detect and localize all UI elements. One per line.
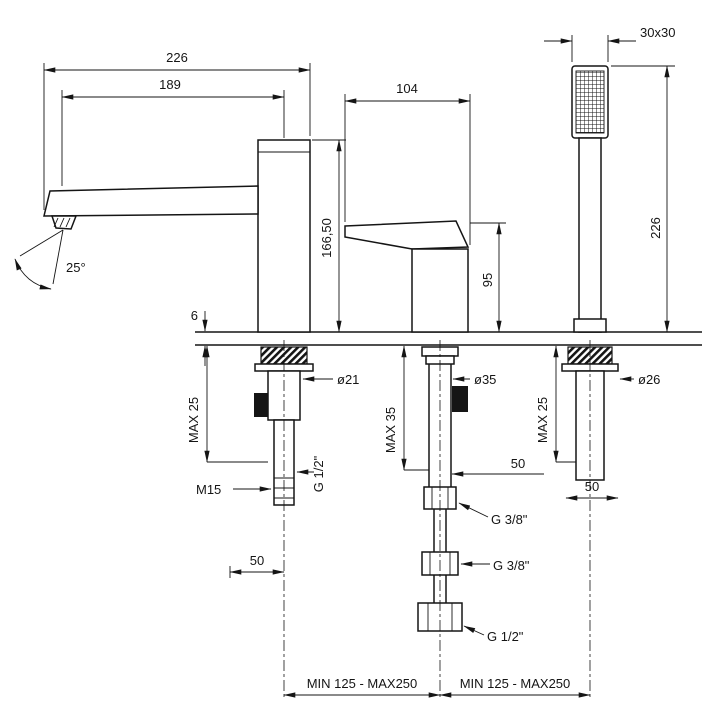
aerator-hatch (59, 217, 65, 228)
dim-hose-top: G 3/8" (458, 502, 528, 527)
dim-spout-reach: 189 (61, 77, 285, 186)
dim-spout-max-deck: MAX 25 (186, 345, 268, 463)
dim-hose-range-right: MIN 125 - MAX250 (439, 676, 591, 698)
angle-ray (52, 229, 64, 285)
dim-hose-range-left: MIN 125 - MAX250 (283, 676, 441, 698)
dim-shower-max-deck: MAX 25 (535, 345, 576, 463)
dim-shower-offset: 50 (565, 479, 619, 501)
valve-clamp-block (452, 386, 468, 412)
shower-handle (578, 137, 602, 333)
dim-valve-hole: ø35 (452, 372, 496, 387)
mixer-lever (344, 220, 470, 250)
dim-valve-max-deck-label: MAX 35 (383, 407, 398, 453)
dim-spout-reach-label: 189 (159, 77, 181, 92)
dim-hose-top-label: G 3/8" (491, 512, 528, 527)
dim-valve-width-label: 104 (396, 81, 418, 96)
spout-set-screw (254, 393, 268, 417)
mixer-valve (344, 220, 470, 333)
dim-spout-total-label: 226 (166, 50, 188, 65)
dim-hose-mid: G 3/8" (460, 558, 530, 573)
dim-spout-offset-label: 50 (250, 553, 264, 568)
dim-valve-height-label: 95 (480, 273, 495, 287)
dim-spout-hole-label: ø21 (337, 372, 359, 387)
dim-spout-height-label: 166,50 (319, 218, 334, 258)
dim-shower-hole: ø26 (619, 372, 660, 387)
dim-shower-section: 30x30 (544, 25, 675, 62)
spout-arm (43, 185, 259, 217)
mixer-body (411, 248, 469, 333)
dim-hose-range-right-label: MIN 125 - MAX250 (460, 676, 571, 691)
spout-aerator (50, 215, 78, 230)
aerator-hatch (65, 217, 71, 228)
dim-valve-offset-label: 50 (511, 456, 525, 471)
dim-shower-max-deck-label: MAX 25 (535, 397, 550, 443)
mounting-deck (195, 331, 702, 346)
dim-shower-section-label: 30x30 (640, 25, 675, 40)
dim-hose-mid-label: G 3/8" (493, 558, 530, 573)
leader-line (458, 502, 489, 518)
dim-spout-hole: ø21 (302, 372, 359, 387)
valve-connections (417, 340, 468, 700)
dim-deck-thickness: 6 (191, 308, 208, 366)
dim-spout-height: 166,50 (312, 139, 346, 333)
dim-valve-offset: 50 (451, 456, 544, 477)
spout-tailpiece (254, 340, 314, 700)
dim-shower-hole-label: ø26 (638, 372, 660, 387)
dim-spout-max-deck-label: MAX 25 (186, 397, 201, 443)
shower-spray-face (575, 70, 605, 134)
dim-shower-height: 226 (611, 65, 675, 333)
dim-spout-thread: M15 (196, 482, 272, 497)
dim-spout-total: 226 (43, 50, 311, 210)
dim-valve-hole-label: ø35 (474, 372, 496, 387)
dim-spout-angle-label: 25° (66, 260, 86, 275)
dim-hose-range-left-label: MIN 125 - MAX250 (307, 676, 418, 691)
dim-valve-width: 104 (344, 81, 471, 245)
angle-arc (14, 258, 52, 290)
dim-deck-thickness-label: 6 (191, 308, 198, 323)
dim-spout-offset: 50 (229, 553, 285, 578)
dim-hose-bottom: G 1/2" (463, 625, 524, 644)
dim-hose-bottom-label: G 1/2" (487, 629, 524, 644)
leader-line (463, 625, 485, 636)
dim-spout-thread-label: M15 (196, 482, 221, 497)
dim-shower-offset-label: 50 (585, 479, 599, 494)
angle-ray (19, 229, 64, 257)
shower-holder (573, 318, 607, 333)
hand-shower (571, 65, 609, 333)
dim-spout-thread-g: G 1/2" (296, 455, 326, 492)
dim-spout-thread-g-label: G 1/2" (311, 455, 326, 492)
aerator-hatch (53, 217, 59, 228)
dim-spout-angle: 25° (14, 229, 86, 290)
dim-valve-height: 95 (470, 222, 506, 333)
dim-shower-height-label: 226 (648, 217, 663, 239)
spout (43, 139, 311, 333)
spout-column (257, 139, 311, 333)
dim-valve-max-deck: MAX 35 (383, 345, 429, 471)
shower-connection (561, 340, 619, 700)
